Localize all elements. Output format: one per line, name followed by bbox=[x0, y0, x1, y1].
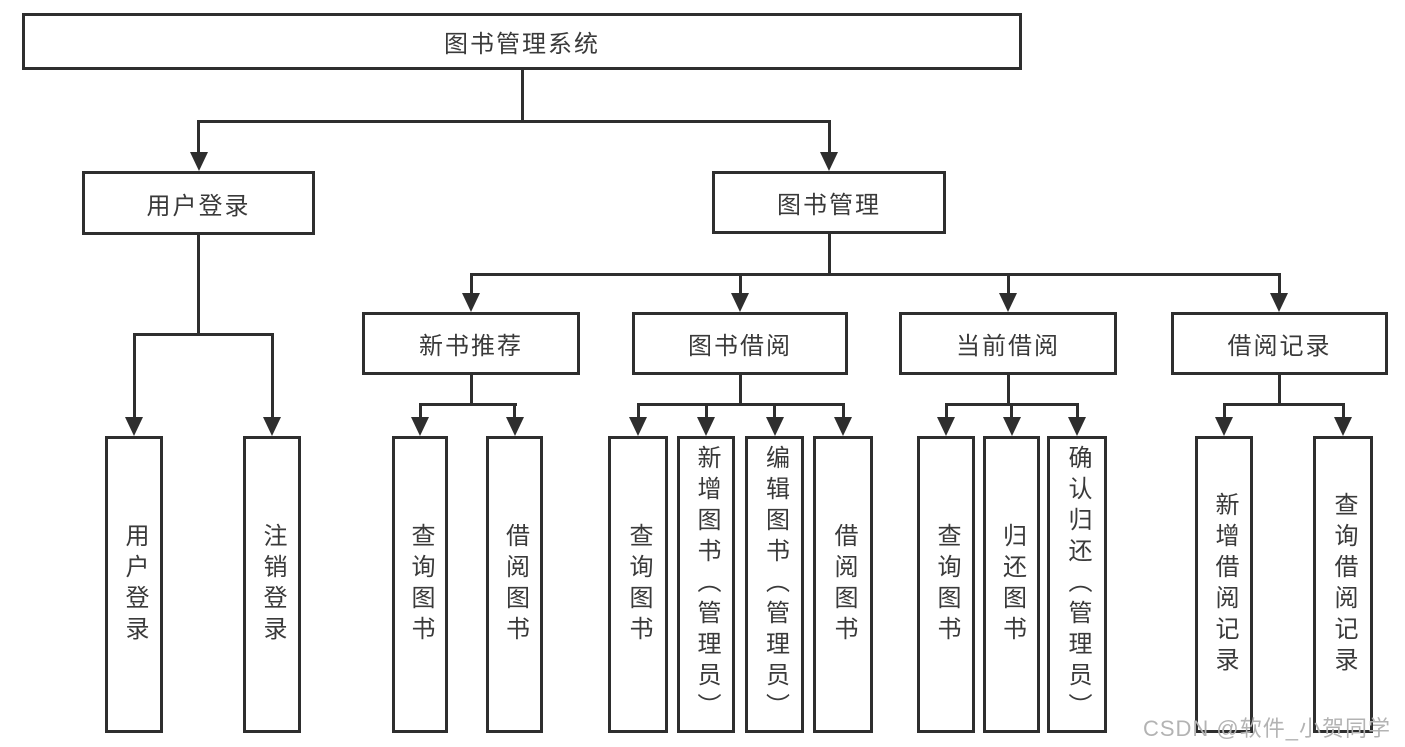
connector-line bbox=[773, 403, 776, 419]
connector-line bbox=[132, 333, 136, 418]
connector-line bbox=[270, 333, 274, 418]
arrow-down-icon bbox=[999, 293, 1017, 312]
leaf-current-return-books: 归还图书 bbox=[983, 436, 1040, 733]
arrow-down-icon bbox=[1334, 417, 1352, 436]
connector-line bbox=[636, 403, 640, 419]
leaf-newbook-borrow-books: 借阅图书 bbox=[486, 436, 543, 733]
arrow-down-icon bbox=[1068, 417, 1086, 436]
arrow-down-icon bbox=[505, 417, 524, 436]
leaf-borrowing-edit-books-admin: 编辑图书（管理员） bbox=[745, 436, 804, 733]
arrow-down-icon bbox=[411, 417, 429, 436]
connector-line bbox=[1222, 403, 1226, 419]
leaf-newbook-query-books: 查询图书 bbox=[392, 436, 448, 733]
connector-line bbox=[704, 403, 708, 419]
arrow-down-icon bbox=[834, 417, 852, 436]
connector-line bbox=[513, 403, 516, 419]
leaf-records-query-record: 查询借阅记录 bbox=[1313, 436, 1373, 733]
connector-line bbox=[1006, 273, 1010, 296]
connector-line bbox=[827, 120, 831, 156]
arrow-down-icon bbox=[125, 417, 143, 436]
arrow-down-icon bbox=[731, 293, 749, 312]
connector-line bbox=[418, 403, 517, 406]
leaf-user-login: 用户登录 bbox=[105, 436, 163, 733]
connector-line bbox=[469, 273, 1281, 276]
node-user-login: 用户登录 bbox=[82, 171, 315, 235]
arrow-down-icon bbox=[1002, 417, 1021, 436]
connector-line bbox=[738, 375, 742, 406]
node-new-book-recommend: 新书推荐 bbox=[362, 312, 580, 375]
connector-line bbox=[1075, 403, 1079, 419]
connector-line bbox=[197, 120, 831, 123]
connector-line bbox=[827, 232, 831, 276]
connector-line bbox=[738, 273, 742, 296]
connector-line bbox=[469, 273, 473, 296]
connector-line bbox=[1277, 375, 1281, 406]
arrow-down-icon bbox=[629, 417, 647, 436]
leaf-borrowing-add-books-admin: 新增图书（管理员） bbox=[677, 436, 735, 733]
leaf-logout: 注销登录 bbox=[243, 436, 301, 733]
leaf-current-confirm-return-admin: 确认归还（管理员） bbox=[1047, 436, 1107, 733]
leaf-current-query-books: 查询图书 bbox=[917, 436, 975, 733]
arrow-down-icon bbox=[462, 293, 480, 312]
leaf-borrowing-query-books: 查询图书 bbox=[608, 436, 668, 733]
connector-line bbox=[520, 70, 524, 123]
arrow-down-icon bbox=[820, 152, 838, 171]
connector-line bbox=[1341, 403, 1345, 419]
connector-line bbox=[132, 333, 274, 336]
leaf-records-add-record: 新增借阅记录 bbox=[1195, 436, 1253, 733]
node-library-management-system: 图书管理系统 bbox=[22, 13, 1022, 70]
arrow-down-icon bbox=[189, 152, 208, 171]
connector-line bbox=[1006, 375, 1010, 406]
connector-line bbox=[197, 234, 200, 336]
leaf-borrowing-borrow-books: 借阅图书 bbox=[813, 436, 873, 733]
connector-line bbox=[944, 403, 1079, 406]
arrow-down-icon bbox=[1215, 417, 1233, 436]
connector-line bbox=[469, 375, 473, 406]
node-book-borrowing: 图书借阅 bbox=[632, 312, 848, 375]
connector-line bbox=[418, 403, 422, 419]
arrow-down-icon bbox=[1270, 293, 1288, 312]
node-current-borrowing: 当前借阅 bbox=[899, 312, 1117, 375]
connector-line bbox=[636, 403, 845, 406]
node-book-management: 图书管理 bbox=[712, 171, 946, 234]
connector-line bbox=[841, 403, 845, 419]
connector-line bbox=[944, 403, 948, 419]
connector-line bbox=[1277, 273, 1281, 296]
node-borrowing-records: 借阅记录 bbox=[1171, 312, 1388, 375]
arrow-down-icon bbox=[765, 417, 784, 436]
arrow-down-icon bbox=[937, 417, 955, 436]
watermark-text: CSDN @软件_小贺同学 bbox=[1142, 716, 1391, 741]
arrow-down-icon bbox=[263, 417, 281, 436]
connector-line bbox=[197, 120, 200, 156]
connector-line bbox=[1010, 403, 1013, 419]
connector-line bbox=[1222, 403, 1345, 406]
arrow-down-icon bbox=[697, 417, 715, 436]
